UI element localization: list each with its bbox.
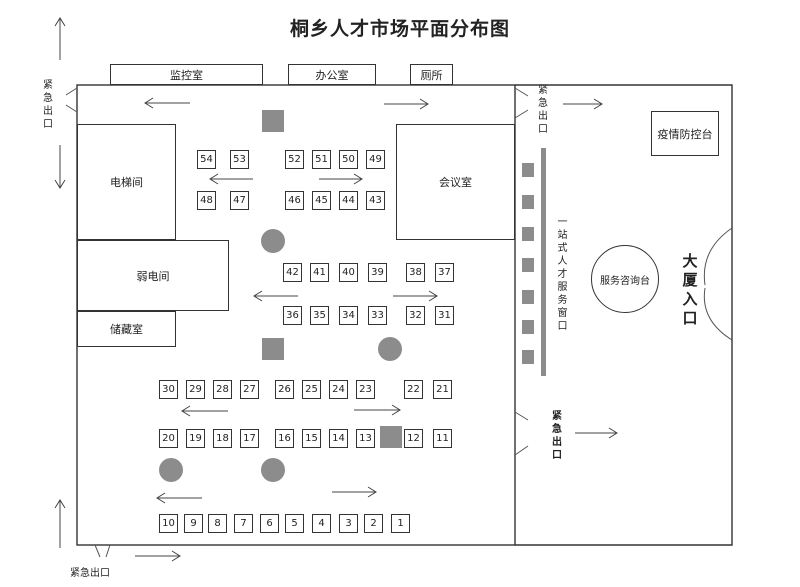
booth: 34 <box>339 306 358 325</box>
one-stop-window-label: 一站式人才服务窗口 <box>557 217 568 332</box>
booth: 53 <box>230 150 249 169</box>
elevator-room: 电梯间 <box>77 124 176 240</box>
page-title: 桐乡人才市场平面分布图 <box>289 18 510 40</box>
building-entrance: 大厦入口 <box>682 252 698 327</box>
booth: 26 <box>275 380 294 399</box>
booth: 51 <box>312 150 331 169</box>
booth: 1 <box>391 514 410 533</box>
emergency-exit-left: 紧急出口 <box>43 80 53 130</box>
booth: 47 <box>230 191 249 210</box>
emergency-exit-mid-right: 紧急出口 <box>552 411 562 461</box>
booth: 27 <box>240 380 259 399</box>
booth: 29 <box>186 380 205 399</box>
booth: 54 <box>197 150 216 169</box>
booth: 33 <box>368 306 387 325</box>
booth: 50 <box>339 150 358 169</box>
booth: 22 <box>404 380 423 399</box>
window-slot <box>522 163 534 177</box>
monitor-room: 监控室 <box>110 64 263 85</box>
booth: 11 <box>433 429 452 448</box>
booth: 44 <box>339 191 358 210</box>
booth: 16 <box>275 429 294 448</box>
booth: 49 <box>366 150 385 169</box>
marker-square <box>380 426 402 448</box>
booth: 36 <box>283 306 302 325</box>
booth: 32 <box>406 306 425 325</box>
booth: 41 <box>310 263 329 282</box>
weak-electric-room: 弱电间 <box>77 240 229 311</box>
booth: 31 <box>435 306 454 325</box>
booth: 48 <box>197 191 216 210</box>
booth: 7 <box>234 514 253 533</box>
meeting-room: 会议室 <box>396 124 515 240</box>
booth: 45 <box>312 191 331 210</box>
window-slot <box>522 350 534 364</box>
booth: 9 <box>184 514 203 533</box>
booth: 39 <box>368 263 387 282</box>
booth: 38 <box>406 263 425 282</box>
booth: 42 <box>283 263 302 282</box>
booth: 5 <box>285 514 304 533</box>
booth: 13 <box>356 429 375 448</box>
booth: 14 <box>329 429 348 448</box>
office-room: 办公室 <box>288 64 376 85</box>
booth: 43 <box>366 191 385 210</box>
window-slot <box>522 258 534 272</box>
booth: 2 <box>364 514 383 533</box>
booth: 37 <box>435 263 454 282</box>
window-slot <box>522 195 534 209</box>
window-slot <box>522 290 534 304</box>
marker-circle <box>261 458 285 482</box>
booth: 19 <box>186 429 205 448</box>
toilet-room: 厕所 <box>410 64 453 85</box>
booth: 3 <box>339 514 358 533</box>
booth: 17 <box>240 429 259 448</box>
marker-circle <box>378 337 402 361</box>
booth: 52 <box>285 150 304 169</box>
booth: 24 <box>329 380 348 399</box>
booth: 15 <box>302 429 321 448</box>
marker-circle <box>261 229 285 253</box>
booth: 6 <box>260 514 279 533</box>
marker-square <box>262 110 284 132</box>
booth: 20 <box>159 429 178 448</box>
booth: 10 <box>159 514 178 533</box>
booth: 12 <box>404 429 423 448</box>
emergency-exit-top-right: 紧急出口 <box>538 85 548 135</box>
marker-square <box>262 338 284 360</box>
emergency-exit-bottom: 紧急出口 <box>70 568 110 579</box>
service-desk: 服务咨询台 <box>591 245 659 313</box>
epidemic-control-desk: 疫情防控台 <box>651 111 719 156</box>
marker-circle <box>159 458 183 482</box>
booth: 23 <box>356 380 375 399</box>
booth: 21 <box>433 380 452 399</box>
booth: 4 <box>312 514 331 533</box>
booth: 28 <box>213 380 232 399</box>
booth: 30 <box>159 380 178 399</box>
storage-room: 储藏室 <box>77 311 176 347</box>
booth: 25 <box>302 380 321 399</box>
booth: 8 <box>208 514 227 533</box>
window-slot <box>522 320 534 334</box>
booth: 18 <box>213 429 232 448</box>
window-slot <box>522 227 534 241</box>
booth: 35 <box>310 306 329 325</box>
booth: 46 <box>285 191 304 210</box>
booth: 40 <box>339 263 358 282</box>
